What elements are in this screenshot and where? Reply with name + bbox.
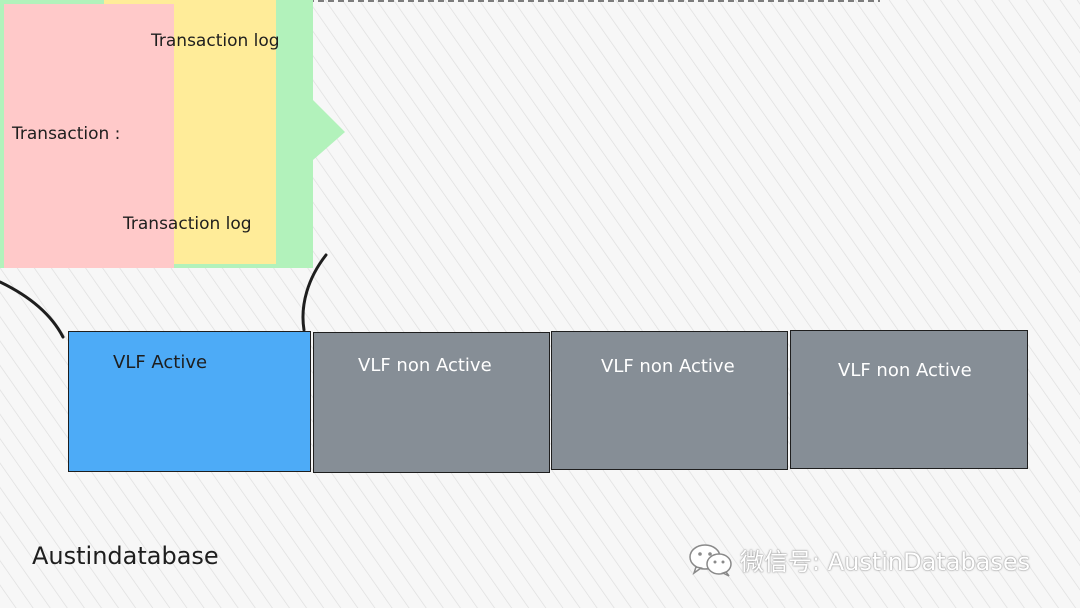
note-red xyxy=(4,4,174,268)
vlf-label: VLF non Active xyxy=(838,360,972,381)
connector-mid xyxy=(301,253,328,332)
wechat-text: 微信号: AustinDatabases xyxy=(740,548,1031,576)
vlf-label: VLF non Active xyxy=(358,355,492,376)
note-transaction-log-top: Transaction log xyxy=(151,31,280,51)
wechat-watermark: 微信号: AustinDatabases xyxy=(688,542,1030,577)
vlf-box-inactive: VLF non Active xyxy=(313,332,550,473)
note-transaction-log-bottom: Transaction log xyxy=(123,214,252,234)
vlf-label: VLF non Active xyxy=(601,356,735,377)
note-transaction: Transaction : xyxy=(12,124,121,144)
vlf-box-inactive: VLF non Active xyxy=(790,330,1028,469)
brand-text: Austindatabase xyxy=(32,542,219,570)
vlf-box-inactive: VLF non Active xyxy=(551,331,788,470)
vlf-box-active: VLF Active xyxy=(68,331,311,472)
vlf-label: VLF Active xyxy=(113,352,208,373)
wechat-icon xyxy=(689,543,732,577)
connector-left xyxy=(0,280,65,339)
